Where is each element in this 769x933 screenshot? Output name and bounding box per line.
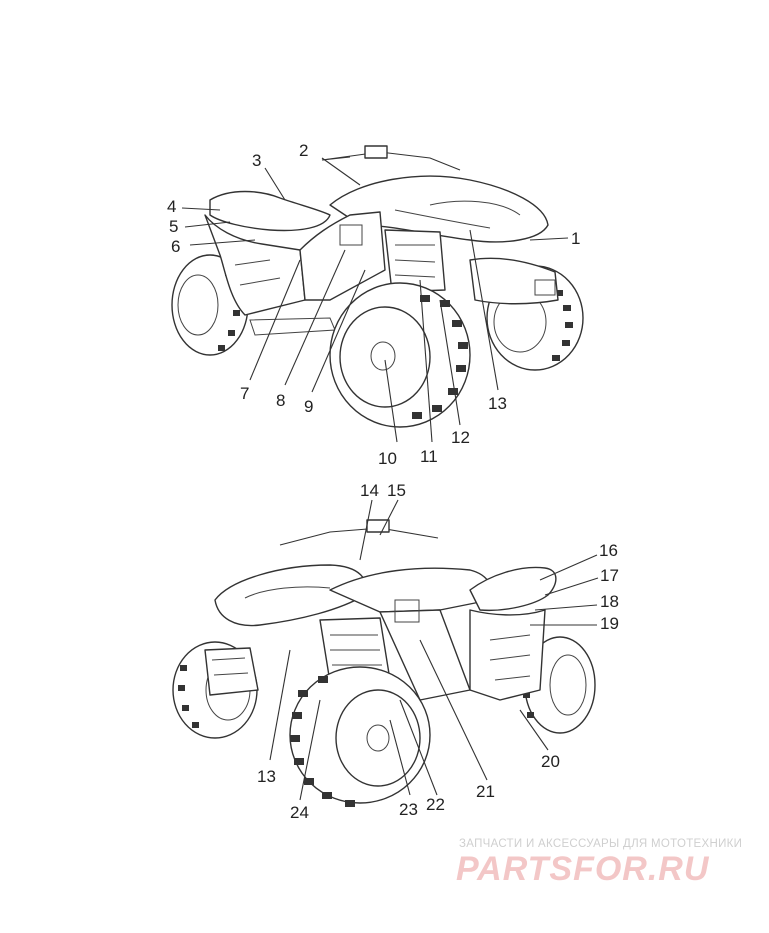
callout-24: 24 <box>290 803 309 822</box>
callout-18: 18 <box>600 592 619 611</box>
callout-11: 11 <box>420 447 438 466</box>
callout-8: 8 <box>276 391 285 410</box>
watermark-tagline: ЗАПЧАСТИ И АКСЕССУАРЫ ДЛЯ МОТОТЕХНИКИ <box>459 838 743 850</box>
callout-21: 21 <box>476 782 495 801</box>
callout-10: 10 <box>378 449 397 468</box>
callout-9: 9 <box>304 397 313 416</box>
callout-13-bottom: 13 <box>257 767 276 786</box>
callout-12: 12 <box>451 428 470 447</box>
callout-7: 7 <box>240 384 249 403</box>
callout-16: 16 <box>599 541 618 560</box>
callout-13-top: 13 <box>488 394 507 413</box>
front-left-wheel-bottom <box>289 666 431 807</box>
callout-6: 6 <box>171 237 180 256</box>
callout-3: 3 <box>252 151 261 170</box>
callout-14: 14 <box>360 481 379 500</box>
callout-1: 1 <box>571 229 580 248</box>
callout-19: 19 <box>600 614 619 633</box>
callout-5: 5 <box>169 217 178 236</box>
atv-bottom-view: 14 15 16 17 18 19 20 21 22 23 24 13 <box>172 481 619 822</box>
atv-top-view: 1 2 3 4 5 6 7 8 9 10 11 12 13 <box>167 141 584 468</box>
callout-23: 23 <box>399 800 418 819</box>
callout-22: 22 <box>426 795 445 814</box>
callout-4: 4 <box>167 197 176 216</box>
callout-15: 15 <box>387 481 406 500</box>
callout-2: 2 <box>299 141 308 160</box>
callout-17: 17 <box>600 566 619 585</box>
rear-left-wheel-top <box>329 282 471 428</box>
watermark-logo: PARTSFOR.RU <box>456 850 710 888</box>
callout-20: 20 <box>541 752 560 771</box>
